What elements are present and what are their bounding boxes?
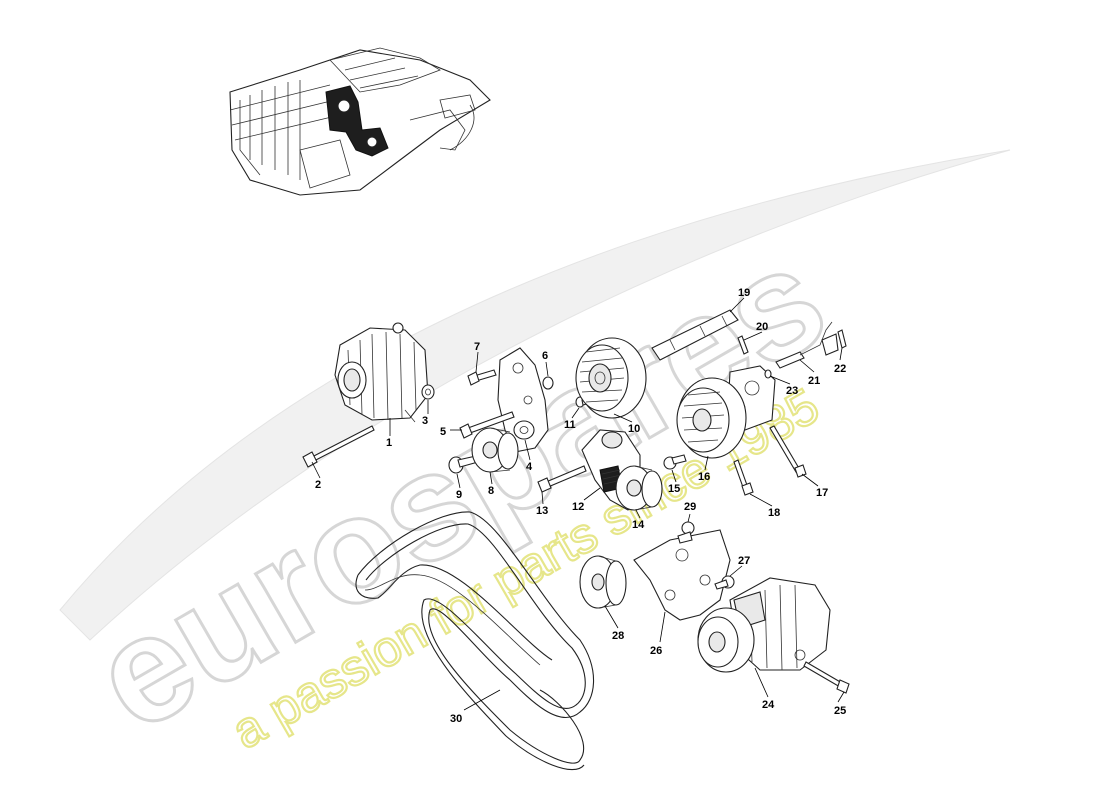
spacer xyxy=(421,384,435,400)
idler-pulley-14 xyxy=(615,465,663,511)
power-steering-pump xyxy=(676,365,776,459)
callout-16: 16 xyxy=(698,471,710,483)
callout-29: 29 xyxy=(684,501,696,513)
callout-4: 4 xyxy=(526,461,533,473)
bolt-5 xyxy=(459,411,515,439)
callout-labels: 1 2 3 4 5 6 7 8 9 10 11 12 13 14 15 16 1… xyxy=(315,287,846,725)
callout-10: 10 xyxy=(628,423,640,435)
crankshaft-pulley xyxy=(575,337,647,419)
callout-30: 30 xyxy=(450,713,462,725)
callout-18: 18 xyxy=(768,507,780,519)
pressure-switch xyxy=(775,321,839,369)
callout-24: 24 xyxy=(762,699,775,711)
bolt-7 xyxy=(467,369,497,386)
callout-27: 27 xyxy=(738,555,750,567)
callout-19: 19 xyxy=(738,287,750,299)
ac-compressor xyxy=(697,577,831,673)
callout-20: 20 xyxy=(756,321,768,333)
callout-2: 2 xyxy=(315,479,321,491)
callout-8: 8 xyxy=(488,485,494,497)
mounting-bar xyxy=(651,309,739,361)
callout-5: 5 xyxy=(440,426,446,438)
callout-13: 13 xyxy=(536,505,548,517)
long-bolt-17 xyxy=(769,425,807,478)
pin-20 xyxy=(737,335,749,355)
callout-23: 23 xyxy=(786,385,798,397)
callout-9: 9 xyxy=(456,489,462,501)
callout-14: 14 xyxy=(632,519,645,531)
callout-6: 6 xyxy=(542,350,548,362)
bolt-15 xyxy=(663,454,687,470)
nut-6 xyxy=(542,376,554,390)
bolt-9 xyxy=(448,455,479,474)
callout-26: 26 xyxy=(650,645,662,657)
watermark: eurospares a passion for parts since 198… xyxy=(59,149,1011,764)
callout-1: 1 xyxy=(386,437,392,449)
o-ring-23 xyxy=(764,369,772,379)
callout-22: 22 xyxy=(834,363,846,375)
callout-12: 12 xyxy=(572,501,584,513)
engine-overview-illustration xyxy=(229,47,491,196)
callout-7: 7 xyxy=(474,341,480,353)
leader-lines xyxy=(311,297,845,711)
idler-pulley-8 xyxy=(471,427,519,473)
tensioner-bracket xyxy=(497,347,549,453)
bolt-18 xyxy=(733,459,754,496)
callout-25: 25 xyxy=(834,705,846,717)
bolt-13 xyxy=(537,465,587,493)
bolt-29 xyxy=(677,521,695,544)
alternator-long-bolt xyxy=(302,425,375,468)
callout-11: 11 xyxy=(564,419,576,431)
callout-21: 21 xyxy=(808,375,820,387)
bolt-27 xyxy=(714,575,735,590)
callout-28: 28 xyxy=(612,630,624,642)
bolt-25 xyxy=(803,661,850,694)
drive-belt xyxy=(355,511,595,771)
alternator xyxy=(334,322,429,423)
callout-15: 15 xyxy=(668,483,680,495)
compressor-bracket xyxy=(633,529,731,621)
bolt-22 xyxy=(837,329,847,349)
callout-17: 17 xyxy=(816,487,828,499)
idler-pulley-28 xyxy=(579,555,627,609)
callout-3: 3 xyxy=(422,415,428,427)
